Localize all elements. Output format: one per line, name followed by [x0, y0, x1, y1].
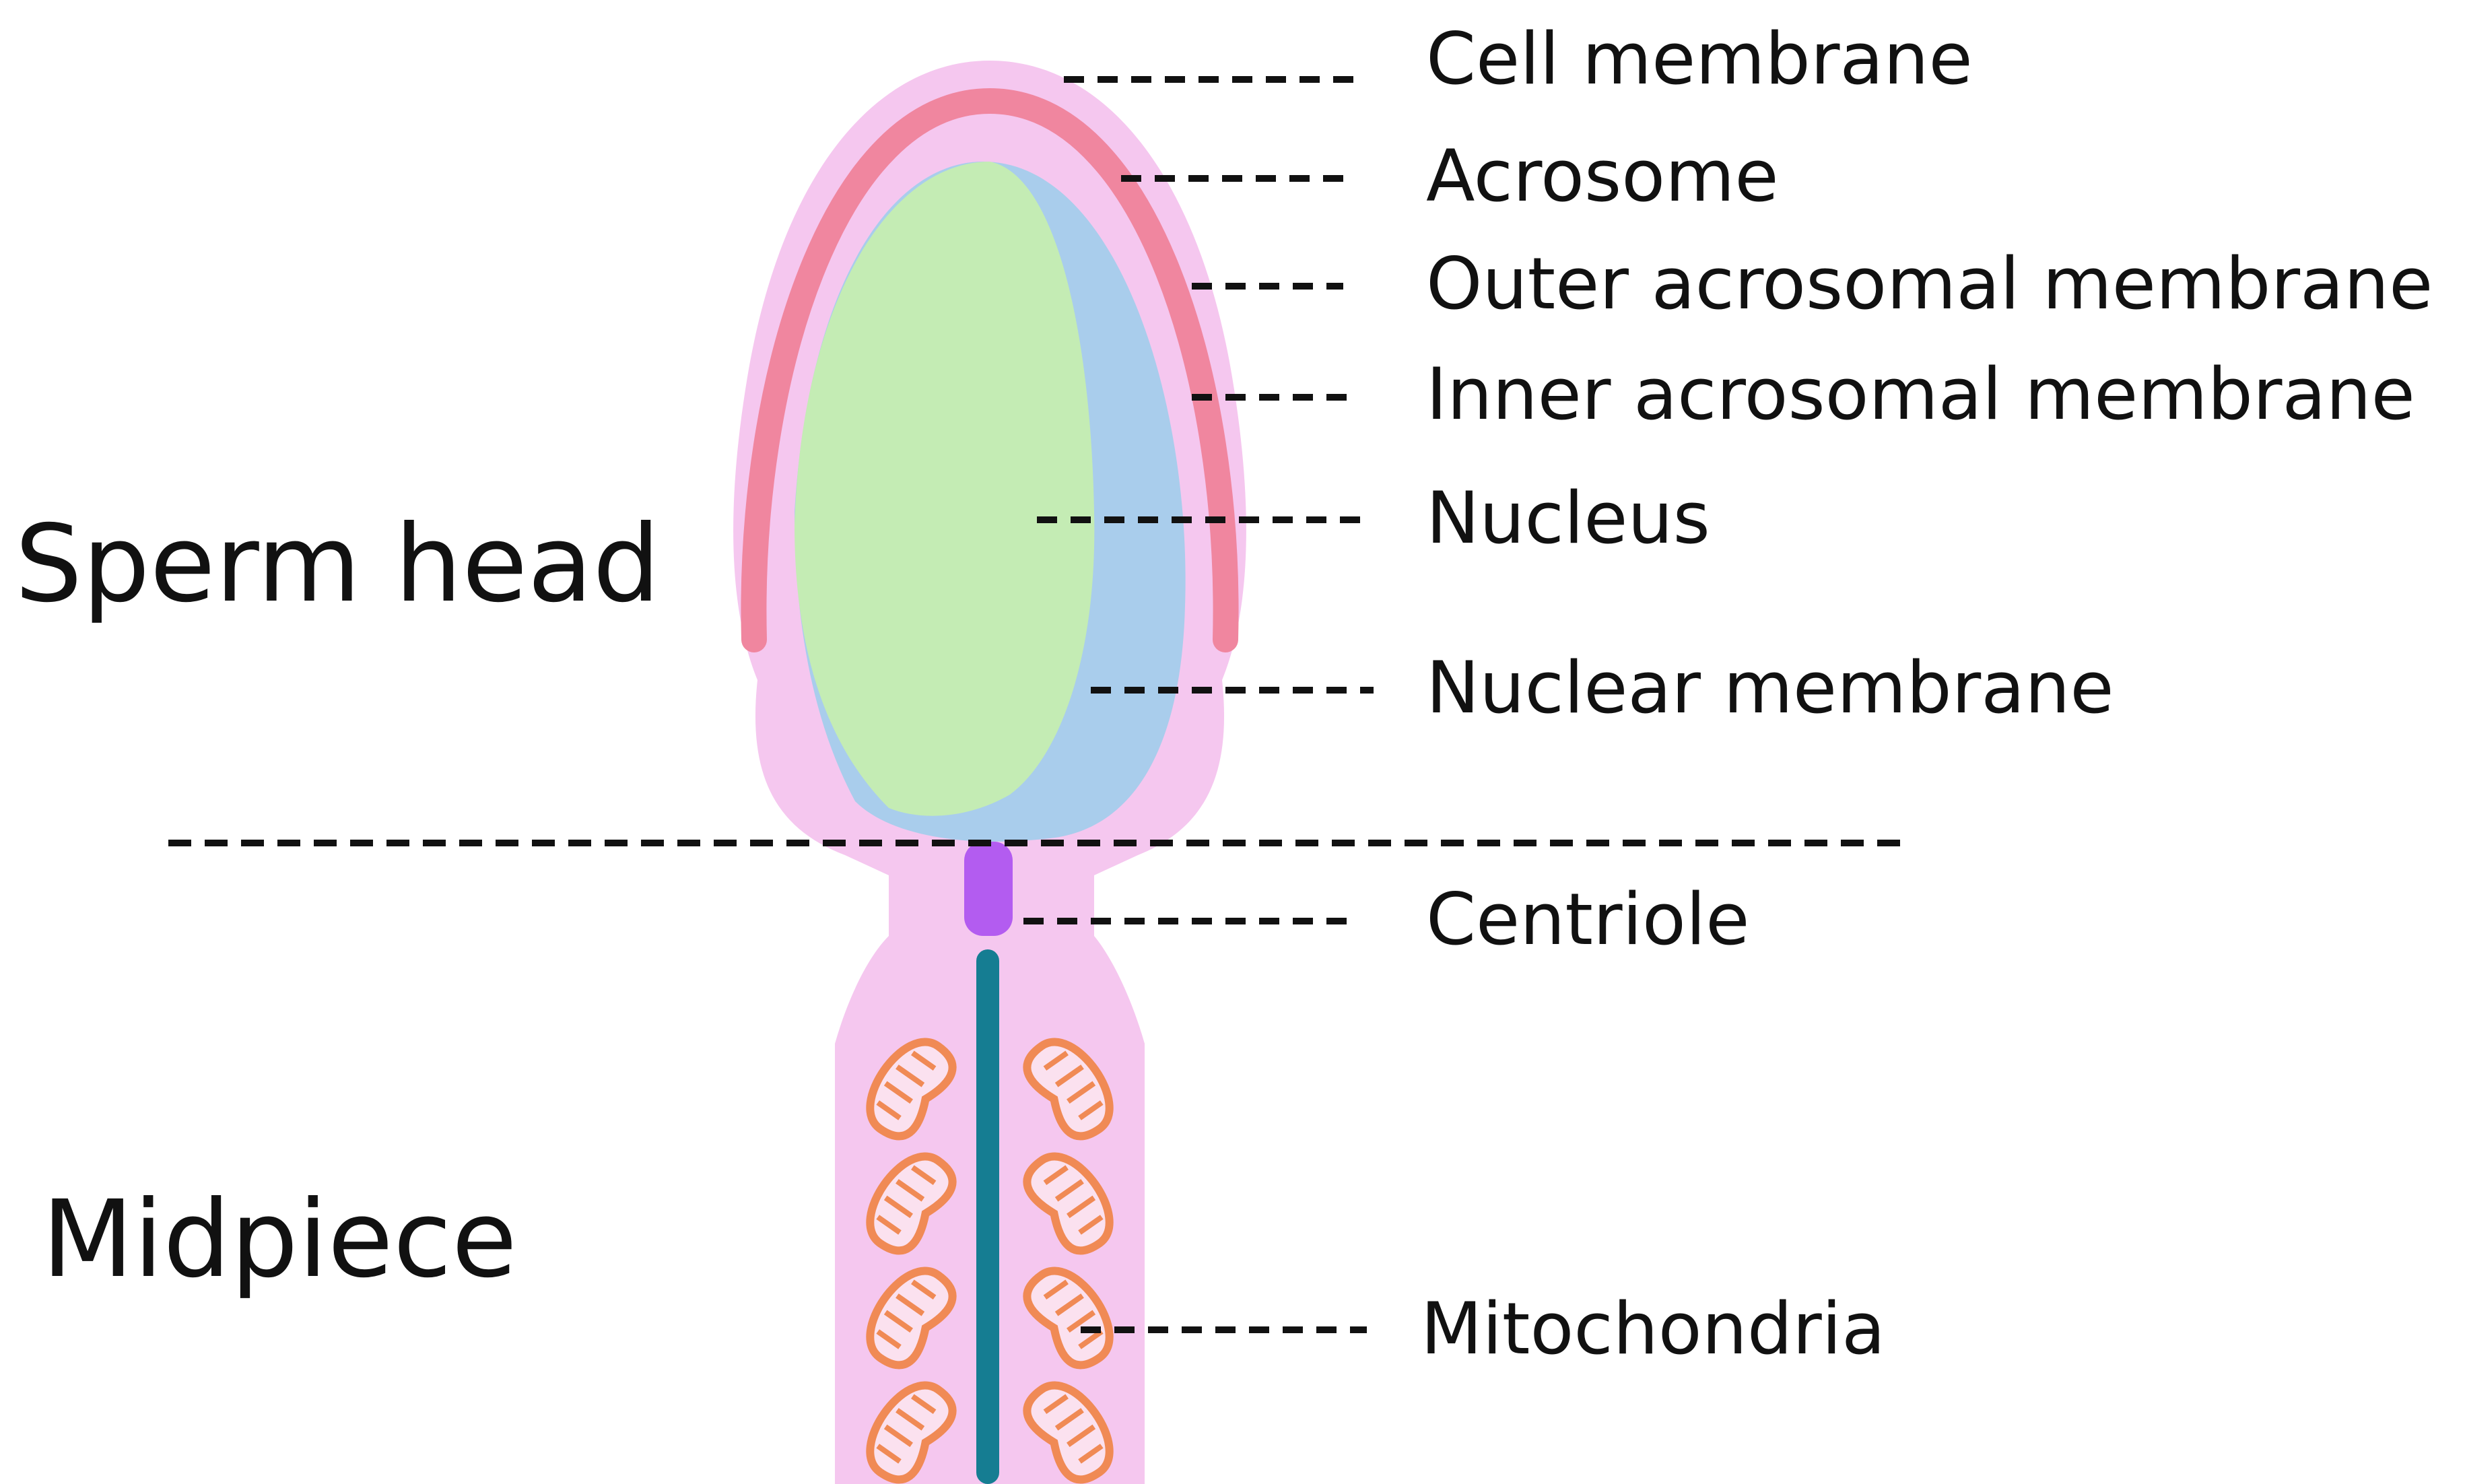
centriole-shape: [964, 842, 1013, 936]
mitochondrion: [1023, 1381, 1114, 1484]
mitochondrion: [866, 1381, 957, 1484]
label-acrosome: Acrosome: [1426, 135, 1779, 217]
label-mitochondria: Mitochondria: [1421, 1287, 1885, 1370]
label-nucleus: Nucleus: [1426, 477, 1710, 560]
nucleus-shape: [795, 162, 1095, 816]
mitochondria-right-column: [1023, 1038, 1114, 1484]
mitochondria-left-column: [866, 1038, 957, 1484]
region-label-head: Sperm head: [15, 502, 661, 626]
label-centriole: Centriole: [1426, 878, 1750, 961]
region-label-midpiece: Midpiece: [42, 1178, 517, 1302]
label-nuclear-membrane: Nuclear membrane: [1426, 646, 2114, 729]
mitochondrion: [866, 1038, 957, 1141]
label-outer-acrosomal-membrane: Outer acrosomal membrane: [1426, 242, 2433, 325]
label-inner-acrosomal-membrane: Inner acrosomal membrane: [1426, 353, 2415, 436]
mitochondrion: [866, 1152, 957, 1255]
axoneme: [976, 949, 999, 1484]
label-cell-membrane: Cell membrane: [1426, 18, 1973, 100]
acrosome-band: [741, 88, 1239, 652]
mitochondrion: [1023, 1038, 1114, 1141]
mitochondrion: [1023, 1267, 1114, 1370]
mitochondrion: [866, 1267, 957, 1370]
mitochondrion: [1023, 1152, 1114, 1255]
